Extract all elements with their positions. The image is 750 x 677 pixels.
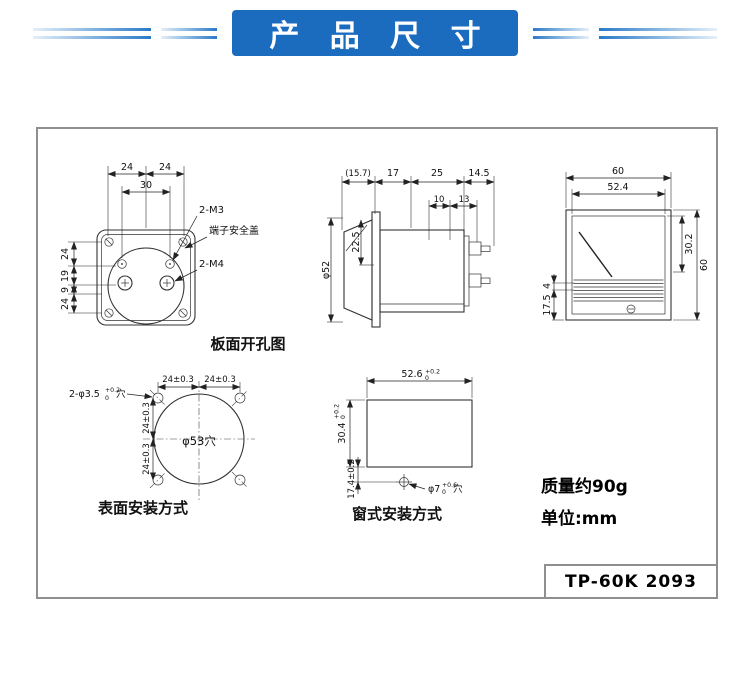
label-mount-holes: 2-φ3.5 <box>69 389 100 400</box>
dim-4: 4 <box>542 283 553 289</box>
dim-17: 17 <box>387 168 399 179</box>
dim-17-4: 17.4±0.2 <box>347 459 357 499</box>
label-mount-holes-tol-top: +0.2 <box>105 387 120 394</box>
dim-24-03-left-bottom: 24±0.3 <box>142 443 152 474</box>
weight-note: 质量约90g <box>541 477 628 497</box>
dim-52-6-tol-bottom: 0 <box>425 375 429 382</box>
front-view-dimensions: 24 24 30 24 19 9 24 2-M3 <box>60 162 259 314</box>
dim-30: 30 <box>140 180 152 191</box>
dim-24-03-top-left: 24±0.3 <box>162 375 193 385</box>
dim-30-4-tol-bottom: 0 <box>340 415 347 419</box>
dim-17-5: 17.5 <box>542 294 553 315</box>
page-title: 产 品 尺 寸 <box>232 10 518 56</box>
caption-surface-mount: 表面安装方式 <box>97 499 188 517</box>
dim-14-5: 14.5 <box>468 168 489 179</box>
surface-mount-drawing: 24±0.3 24±0.3 24±0.3 24±0.3 φ53穴 2-φ3.5 … <box>69 375 255 500</box>
notes: 质量约90g 单位:mm <box>541 471 628 535</box>
dim-left-19: 19 <box>60 270 71 282</box>
label-phi7-tol-bottom: 0 <box>442 489 446 496</box>
dim-30-2: 30.2 <box>684 233 695 254</box>
dim-10: 10 <box>434 195 445 205</box>
side-view-body <box>343 211 491 328</box>
label-mount-holes-suffix: 穴 <box>116 388 126 400</box>
label-2m3: 2-M3 <box>199 205 224 216</box>
front-view-drawing: 24 24 30 24 19 9 24 2-M3 <box>60 162 259 326</box>
dim-top-24-left: 24 <box>121 162 133 173</box>
dim-30-4-tol-top: +0.2 <box>334 404 341 419</box>
label-phi7-hole: φ7 <box>428 484 440 495</box>
dim-phi52: φ52 <box>321 261 332 279</box>
dim-left-9: 9 <box>60 287 71 293</box>
dim-top-24-right: 24 <box>159 162 171 173</box>
caption-window-mount: 窗式安装方式 <box>351 505 442 523</box>
label-mount-holes-tol-bottom: 0 <box>105 395 109 402</box>
face-view-body <box>565 209 672 321</box>
label-phi7-suffix: 穴 <box>453 483 463 495</box>
model-number: TP-60K 2093 <box>565 571 697 592</box>
unit-note: 单位:mm <box>541 509 618 529</box>
label-phi53-hole: φ53穴 <box>182 434 216 448</box>
dim-52-6-tol-top: +0.2 <box>425 369 440 376</box>
dim-13: 13 <box>459 195 470 205</box>
front-view-body <box>96 229 196 326</box>
face-view-drawing: 60 52.4 30.2 60 4 17. <box>542 166 710 321</box>
dim-left-24-top: 24 <box>60 248 71 260</box>
window-mount-dimensions: 52.6 +0.2 0 30.4 +0.2 0 17.4±0.2 φ7 + <box>334 369 473 499</box>
side-view-dimensions: (15.7) 17 25 14.5 10 13 φ52 22.5 <box>321 168 495 323</box>
header-rule-right-short <box>533 27 589 39</box>
dim-24-03-top-right: 24±0.3 <box>204 375 235 385</box>
caption-panel-hole: 板面开孔图 <box>210 335 286 353</box>
dim-52-6: 52.6 <box>401 369 422 380</box>
side-view-drawing: (15.7) 17 25 14.5 10 13 φ52 22.5 <box>321 168 495 328</box>
header-rule-left-long <box>33 27 151 39</box>
dim-52-4: 52.4 <box>607 182 628 193</box>
dimension-drawing-board: 24 24 30 24 19 9 24 2-M3 <box>36 127 718 599</box>
face-view-dimensions: 60 52.4 30.2 60 4 17. <box>542 166 710 321</box>
window-mount-body <box>366 399 473 490</box>
dim-60-right: 60 <box>699 259 710 271</box>
dim-24-03-left-top: 24±0.3 <box>142 402 152 433</box>
label-2m4: 2-M4 <box>199 259 224 270</box>
dim-15-7: (15.7) <box>345 169 371 179</box>
label-phi7-tol-top: +0.6 <box>442 482 457 489</box>
surface-mount-dimensions: 24±0.3 24±0.3 24±0.3 24±0.3 φ53穴 2-φ3.5 … <box>69 375 241 481</box>
window-mount-drawing: 52.6 +0.2 0 30.4 +0.2 0 17.4±0.2 φ7 + <box>334 369 473 499</box>
dim-22-5: 22.5 <box>351 231 362 252</box>
header: 产 品 尺 寸 <box>0 9 750 57</box>
dim-left-24-bottom: 24 <box>60 298 71 310</box>
label-terminal-cover: 端子安全盖 <box>209 224 259 237</box>
dim-25: 25 <box>431 168 443 179</box>
header-rule-right-long <box>599 27 717 39</box>
dim-60-top: 60 <box>612 166 624 177</box>
header-rule-left-short <box>161 27 217 39</box>
dim-30-4: 30.4 <box>337 422 348 443</box>
model-number-box: TP-60K 2093 <box>544 564 718 599</box>
